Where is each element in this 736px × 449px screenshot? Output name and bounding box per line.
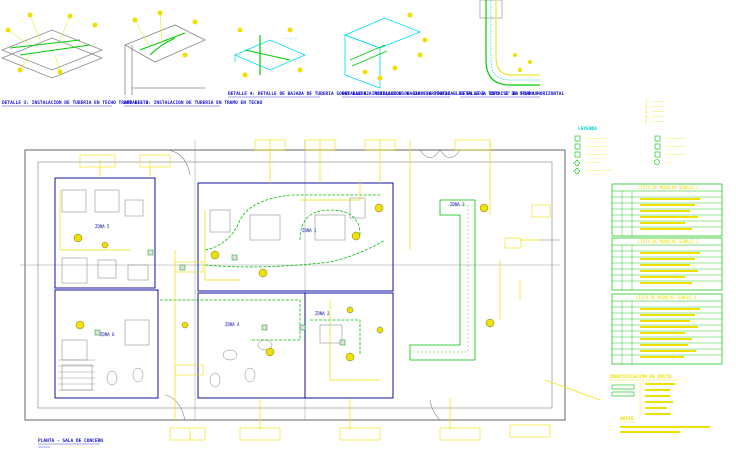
zone-2-label: ZONA 2 [315, 311, 330, 316]
modules-table-1 [611, 183, 723, 237]
duct-identification-symbols [611, 383, 675, 418]
detail-2-drawing [124, 10, 206, 95]
svg-text:———————————: ——————————— [586, 168, 613, 173]
modules-table-1-title: LISTA DE MODULOS SENALE 1 [638, 185, 699, 190]
svg-text:————————: ———————— [666, 136, 686, 141]
svg-text:—————————: ————————— [586, 152, 608, 157]
svg-text:— — —: — — — [285, 36, 298, 41]
detail-4-drawing [343, 12, 428, 89]
svg-text:———: ——— [666, 160, 674, 165]
svg-text:——————: —————— [586, 160, 601, 165]
svg-text:4. —————: 4. ————— [645, 114, 665, 119]
svg-text:5. —————: 5. ————— [645, 119, 665, 124]
modules-table-3 [611, 293, 723, 365]
legend: ————————— ————————— ————————— —————— ———… [573, 135, 686, 175]
svg-text:————————: ———————— [666, 152, 686, 157]
svg-text:————————: ———————— [666, 144, 686, 149]
floor-plan [20, 139, 601, 441]
detail-1-drawing [0, 12, 104, 79]
svg-text:3. —————: 3. ————— [645, 109, 665, 114]
modules-table-3-title: LISTA DE MODULOS SENALE 4 [636, 295, 697, 300]
svg-text:—————————: ————————— [586, 144, 608, 149]
plan-title: PLANTA - SALA DE CONCERN [38, 438, 103, 444]
detail-1-caption: DETALLE 3: INSTALACION DE TUBERIA EN TEC… [2, 100, 149, 106]
zone-6-label: ZONA 6 [100, 332, 115, 337]
duct-identification-title: IDENTIFICACION DE DUCTO [609, 374, 672, 380]
detail-3-drawing: — — — [233, 27, 307, 78]
svg-text:2. —————: 2. ————— [645, 104, 665, 109]
zone-4-label: ZONA 4 [225, 322, 240, 327]
detail-3-caption: DETALLE 4: DETALLE DE BAJADA DE TUBERIA … [228, 91, 450, 97]
svg-text:—————————: ————————— [586, 136, 608, 141]
notes-text [620, 426, 710, 433]
notes-title: NOTAS [620, 416, 634, 422]
zone-3-label: ZONA 3 [450, 202, 465, 207]
legend-title: LEYENDA [578, 126, 597, 132]
detail-2-caption: DETALLE 2: INSTALACION DE TUBERIA EN TRA… [124, 100, 262, 106]
modules-table-2-title: LISTA DE MODULOS SENALE 2 [638, 239, 699, 244]
zone-5-label: ZONA 5 [95, 224, 110, 229]
modules-table-2 [611, 237, 723, 291]
detail-5-drawing [479, 0, 540, 86]
detail-4-caption: DETALLE 4: INSTALACION DE BANDEJA PORTAC… [342, 91, 564, 97]
detail-notes-list: 1. ————— 2. ————— 3. ————— 4. ————— 5. —… [645, 99, 665, 124]
detail-5-caption: DETALLE 5: DETALLE DE STUB UP [460, 91, 539, 97]
zone-1-label: ZONA 1 [302, 228, 317, 233]
svg-text:1. —————: 1. ————— [645, 99, 665, 104]
